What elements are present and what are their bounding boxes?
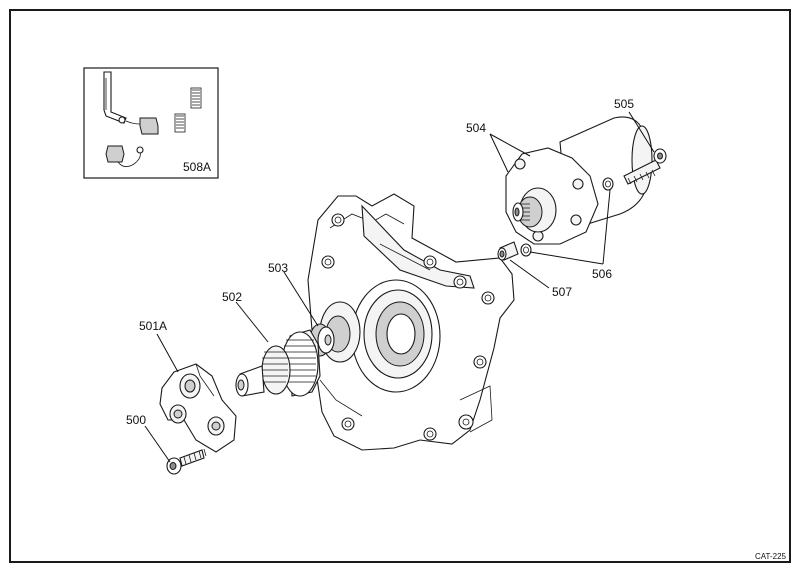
part-505-bolt <box>623 148 667 185</box>
leader-lines <box>144 111 655 463</box>
callout-507: 507 <box>552 285 572 299</box>
part-506-o-rings <box>520 177 614 257</box>
callout-500: 500 <box>126 413 146 427</box>
callout-503: 503 <box>268 261 288 275</box>
callout-502: 502 <box>222 290 242 304</box>
drawing-frame <box>9 9 791 563</box>
part-501A-cover <box>159 363 237 453</box>
inset-508A: 508A <box>83 67 219 179</box>
part-502-starter-drive <box>235 329 321 397</box>
callout-508A: 508A <box>183 160 211 174</box>
part-507-bushing <box>497 241 519 261</box>
callout-501A: 501A <box>139 319 167 333</box>
catalog-code: CAT-225 <box>755 552 786 561</box>
callout-505: 505 <box>614 97 634 111</box>
callout-504: 504 <box>466 121 486 135</box>
part-500-bolt <box>166 448 207 475</box>
part-504-starter-motor <box>505 116 653 245</box>
crankcase <box>307 193 515 451</box>
callout-506: 506 <box>592 267 612 281</box>
